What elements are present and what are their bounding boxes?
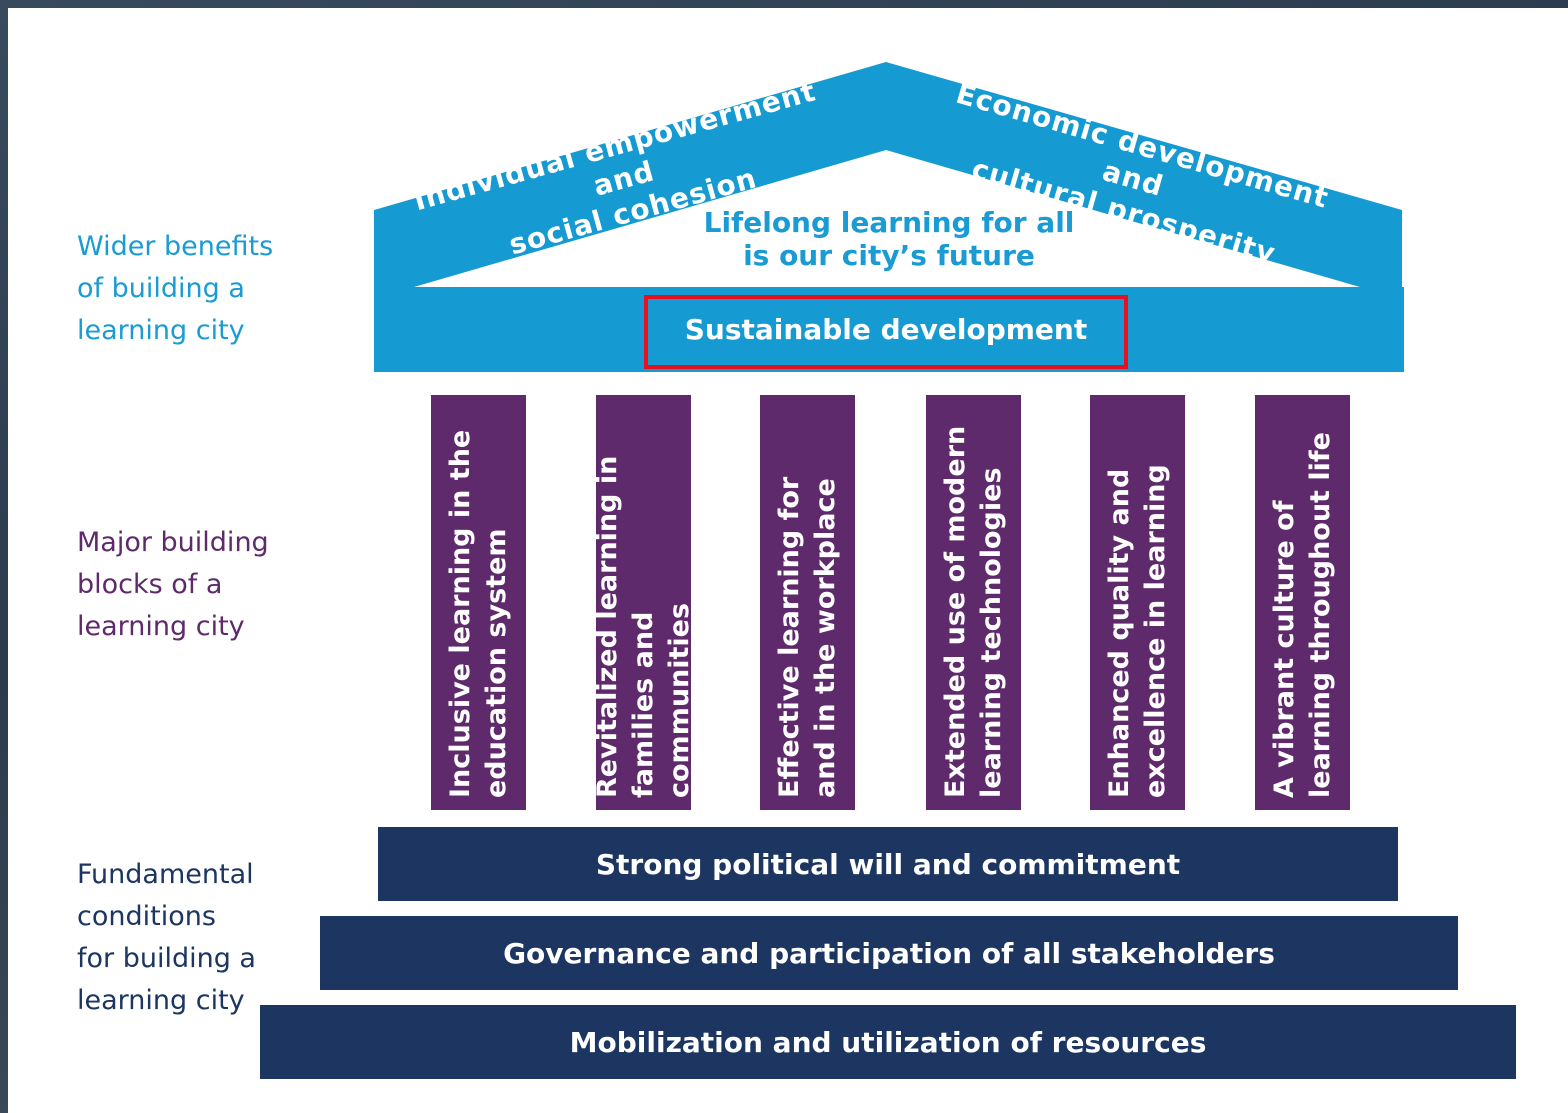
pillar-inclusive-learning: Inclusive learning in the education syst…	[431, 395, 526, 810]
pillar-label: Effective learning for and in the workpl…	[773, 476, 841, 798]
pillar-effective-learning: Effective learning for and in the workpl…	[760, 395, 855, 810]
pillar-label: Extended use of modern learning technolo…	[939, 425, 1007, 798]
wider-benefits-label: Wider benefits of building a learning ci…	[77, 231, 274, 346]
step-mobilization: Mobilization and utilization of resource…	[260, 1005, 1516, 1079]
pillar-quality-excellence: Enhanced quality and excellence in learn…	[1090, 395, 1185, 810]
pillar-label: Inclusive learning in the education syst…	[444, 429, 512, 798]
roof-beam	[374, 287, 1404, 372]
roof-inner	[414, 150, 1360, 287]
major-building-blocks-label: Major building blocks of a learning city	[77, 527, 269, 642]
pillar-label: Revitalized learning in families and com…	[591, 455, 695, 798]
fundamental-conditions-label: Fundamental conditions for building a le…	[77, 859, 256, 1016]
pillar-label: Enhanced quality and excellence in learn…	[1103, 463, 1171, 798]
pillar-vibrant-culture: A vibrant culture of learning throughout…	[1255, 395, 1350, 810]
pillar-label: A vibrant culture of learning throughout…	[1268, 431, 1336, 798]
pillar-revitalized-learning: Revitalized learning in families and com…	[592, 395, 695, 810]
roof-center-text: Lifelong learning for all is our city’s …	[703, 206, 1075, 272]
sustainable-development-label: Sustainable development	[644, 295, 1128, 369]
pillar-modern-technologies: Extended use of modern learning technolo…	[926, 395, 1021, 810]
step-political-will: Strong political will and commitment	[378, 827, 1398, 901]
step-governance: Governance and participation of all stak…	[320, 916, 1458, 990]
